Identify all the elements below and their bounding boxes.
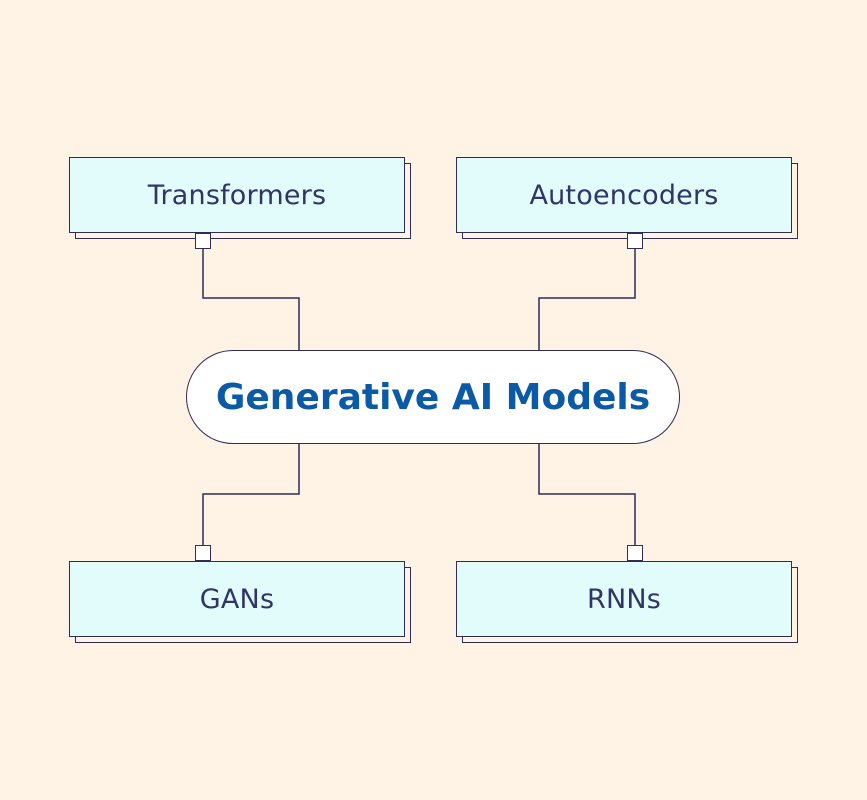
node-label-transformers: Transformers (147, 179, 327, 211)
node-gans: GANs (69, 561, 405, 637)
node-autoencoders: Autoencoders (456, 157, 792, 233)
connector-autoencoders (538, 248, 636, 350)
connector-gans (202, 444, 300, 545)
port-transformers (195, 233, 211, 249)
node-label-autoencoders: Autoencoders (529, 179, 719, 211)
port-autoencoders (627, 233, 643, 249)
connector-rnns (538, 444, 636, 545)
connector-transformers (202, 248, 300, 350)
node-label-gans: GANs (199, 583, 275, 615)
port-gans (195, 545, 211, 561)
center-label: Generative AI Models (215, 376, 651, 418)
node-transformers: Transformers (69, 157, 405, 233)
node-rnns: RNNs (456, 561, 792, 637)
center-node: Generative AI Models (186, 350, 680, 444)
node-label-rnns: RNNs (586, 583, 662, 615)
port-rnns (627, 545, 643, 561)
